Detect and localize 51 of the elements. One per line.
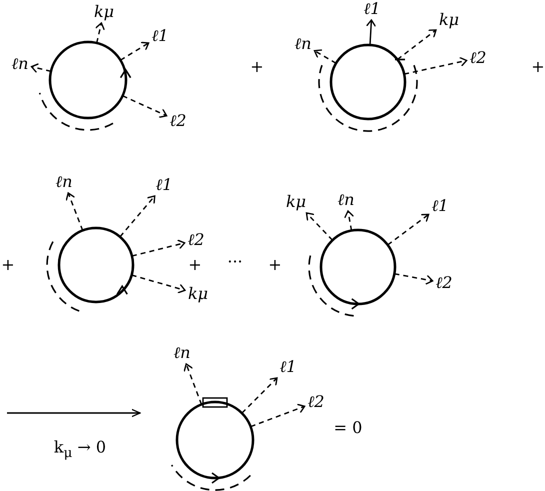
- propagator-line: [30, 63, 52, 74]
- propagator-line: [120, 42, 150, 61]
- momentum-label: ℓ1: [156, 177, 172, 193]
- loop-circle: [48, 40, 128, 120]
- momentum-label: ℓ2: [188, 232, 204, 248]
- propagator-line: [66, 192, 84, 231]
- propagator-line: [344, 210, 354, 231]
- momentum-label: ℓ1: [364, 1, 380, 17]
- momentum-label: ℓn: [174, 345, 190, 361]
- propagator-line: [184, 363, 202, 405]
- loop-circle: [57, 226, 135, 304]
- propagator-line: [366, 19, 376, 46]
- equals-zero: = 0: [334, 420, 362, 436]
- loop-circle: [329, 43, 407, 121]
- loop-circle: [319, 228, 397, 306]
- propagator-line: [314, 49, 336, 64]
- loop-circle: [175, 400, 255, 480]
- momentum-label: ℓ2: [308, 394, 324, 410]
- propagator-line: [119, 195, 156, 238]
- momentum-label: ℓn: [12, 56, 28, 72]
- propagator-line: [122, 95, 168, 118]
- propagator-line: [404, 56, 468, 75]
- plus-sign: +: [1, 257, 15, 273]
- momentum-label: ℓ2: [436, 275, 452, 291]
- momentum-label: ℓn: [294, 36, 312, 52]
- momentum-label: ℓ1: [152, 28, 168, 44]
- propagator-line: [387, 214, 430, 246]
- momentum-label: kμ: [188, 286, 208, 302]
- propagator-line: [394, 273, 434, 285]
- momentum-label: kμ: [286, 194, 306, 210]
- momentum-label: ℓ2: [170, 113, 186, 129]
- propagator-line: [94, 22, 106, 44]
- propagator-line: [396, 29, 437, 60]
- propagator-line: [306, 212, 333, 241]
- propagator-line: [132, 239, 186, 257]
- limit-label: k$_{μ}$ → 0: [54, 440, 106, 460]
- momentum-label: ℓn: [56, 174, 72, 190]
- momentum-label: ℓ2: [470, 50, 486, 66]
- plus-sign: +: [531, 59, 545, 75]
- propagator-line: [241, 377, 278, 414]
- plus-sign: +: [188, 257, 202, 273]
- propagator-line: [131, 274, 186, 294]
- ellipsis: ···: [227, 254, 243, 270]
- plus-sign: +: [268, 257, 282, 273]
- propagator-line: [250, 404, 306, 428]
- momentum-label: ℓn: [338, 192, 354, 208]
- momentum-label: ℓ1: [280, 359, 296, 375]
- momentum-label: kμ: [438, 12, 460, 28]
- plus-sign: +: [250, 59, 264, 75]
- momentum-label: kμ: [94, 4, 114, 20]
- momentum-label: ℓ1: [432, 198, 448, 214]
